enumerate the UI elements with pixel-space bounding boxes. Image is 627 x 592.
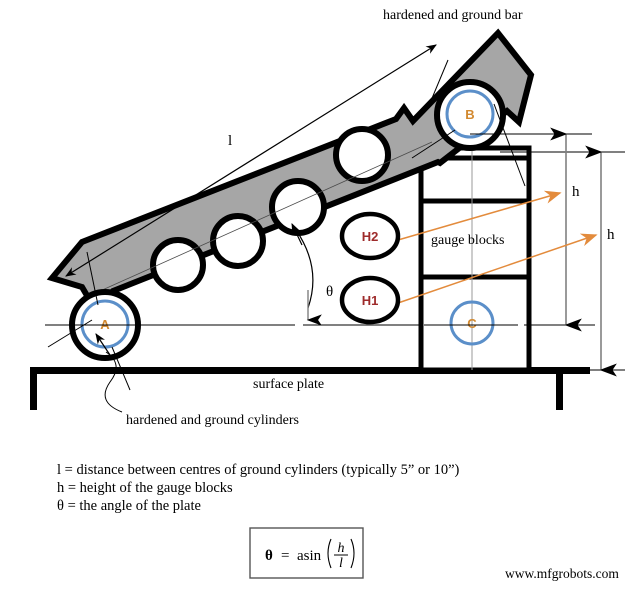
legend-line-3: θ = the angle of the plate xyxy=(57,498,201,514)
dimension-label-length: l xyxy=(228,133,232,149)
legend-line-1: l = distance between centres of ground c… xyxy=(57,462,460,478)
caption-surface-plate: surface plate xyxy=(253,377,324,392)
orange-leader-h1 xyxy=(397,233,598,304)
formula-paren-left xyxy=(327,538,332,569)
formula-paren-right xyxy=(350,538,355,569)
formula-function: asin xyxy=(297,548,322,564)
watermark-url: www.mfgrobots.com xyxy=(505,566,619,581)
angle-arrow-to-bar xyxy=(291,223,303,246)
formula-equals: = xyxy=(281,548,289,564)
gauge-blocks-label: gauge blocks xyxy=(431,233,504,248)
legend-line-2: h = height of the gauge blocks xyxy=(57,480,233,496)
surface-plate-group xyxy=(30,367,590,410)
caption-hardened-ground-bar: hardened and ground bar xyxy=(383,8,523,23)
leader-cylinder-a-left xyxy=(47,319,93,348)
height-marker-h1-outline xyxy=(339,275,401,325)
leader-arrow-cylinder-a xyxy=(95,333,111,356)
dimension-h-outer: h xyxy=(585,145,617,377)
cylinder-b-ring xyxy=(445,89,495,139)
leader-bar-caption xyxy=(429,59,449,104)
bar-hole-1 xyxy=(150,237,206,293)
leader-cylinder-a-top xyxy=(86,251,99,306)
cylinder-b-label: B xyxy=(465,107,474,122)
dimension-line-length xyxy=(65,44,437,277)
leader-cylinder-b-left xyxy=(411,129,456,159)
bar-hole-3 xyxy=(269,178,327,236)
formula-denominator: l xyxy=(339,556,343,571)
dimension-label-h-outer: h xyxy=(607,227,615,243)
height-marker-h1: H1 xyxy=(339,275,401,325)
formula-numerator: h xyxy=(338,541,345,556)
caption-hardened-ground-cylinders: hardened and ground cylinders xyxy=(126,413,299,428)
formula-box-group: θ = asin h l xyxy=(249,527,364,579)
formula-theta: θ xyxy=(265,548,273,564)
surface-plate-right-leg xyxy=(556,367,563,410)
surface-plate-top xyxy=(30,367,590,374)
height-marker-h2-label: H2 xyxy=(362,229,379,244)
leader-cylinders-caption xyxy=(104,351,123,413)
leader-lines-group xyxy=(47,59,526,413)
dimension-label-h-inner: h xyxy=(572,184,580,200)
angle-theta-label: θ xyxy=(326,284,333,300)
height-marker-h1-label: H1 xyxy=(362,293,379,308)
surface-plate-left-leg xyxy=(30,367,37,410)
dimension-h-inner: h xyxy=(550,127,582,332)
leader-cylinder-b xyxy=(493,103,526,187)
leader-cylinder-a-right xyxy=(111,346,131,391)
cylinder-b: B xyxy=(434,79,506,151)
cylinder-c-label: C xyxy=(467,316,477,331)
cylinder-c-ring xyxy=(449,300,495,346)
angle-arc-upper xyxy=(295,229,314,309)
legend-group: l = distance between centres of ground c… xyxy=(57,462,460,514)
bar-hole-2 xyxy=(210,213,266,269)
formula-box xyxy=(249,527,364,579)
gauge-block-stack: gauge blocks xyxy=(418,96,532,373)
angle-theta-group: θ xyxy=(291,223,333,326)
cylinder-c: C xyxy=(449,300,495,346)
gauge-block-outline xyxy=(418,145,532,373)
height-marker-h2: H2 xyxy=(339,211,401,261)
